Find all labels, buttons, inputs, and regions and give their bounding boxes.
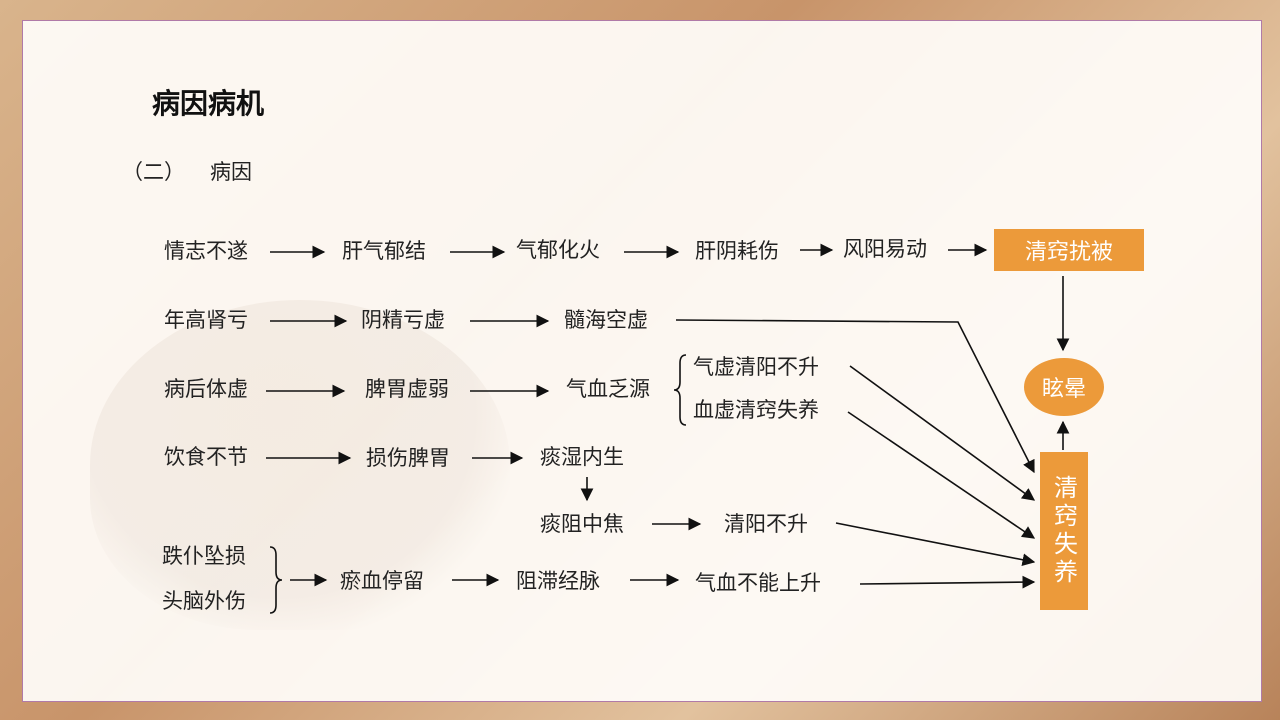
node-ganyin: 肝阴耗伤 — [695, 239, 779, 263]
node-niangao: 年高肾亏 — [164, 308, 248, 332]
slide-title: 病因病机 — [152, 87, 265, 120]
node-yinjing: 阴精亏虚 — [361, 308, 445, 332]
tea-cup-watermark — [90, 300, 510, 630]
node-binghou: 病后体虚 — [164, 377, 248, 401]
node-qixuebuneng: 气血不能上升 — [695, 571, 821, 595]
node-qiaoshiyang-box: 清窍失养 — [1040, 452, 1088, 610]
section-number: （二） — [122, 160, 185, 184]
node-qixue: 气血乏源 — [566, 377, 650, 401]
node-xuanyun-circle: 眩晕 — [1024, 358, 1104, 416]
node-sunshang: 损伤脾胃 — [366, 446, 450, 470]
node-qingyang: 清阳不升 — [724, 512, 808, 536]
node-yinshi: 饮食不节 — [164, 445, 248, 469]
node-qixu: 气虚清阳不升 — [693, 355, 819, 379]
node-ganqi: 肝气郁结 — [342, 239, 426, 263]
node-fengyang: 风阳易动 — [843, 237, 927, 261]
node-piwei: 脾胃虚弱 — [365, 377, 449, 401]
node-qiyu: 气郁化火 — [516, 238, 600, 262]
node-suihai: 髓海空虚 — [564, 308, 648, 332]
node-tounao: 头脑外伤 — [162, 589, 246, 613]
node-qingzhi: 情志不遂 — [164, 239, 248, 263]
node-zuzhi: 阻滞经脉 — [516, 569, 600, 593]
node-xuexu: 血虚清窍失养 — [693, 398, 819, 422]
section-title: 病因 — [210, 160, 252, 184]
node-tanshi: 痰湿内生 — [540, 445, 624, 469]
node-tanzu: 痰阻中焦 — [540, 512, 624, 536]
node-yuxue: 瘀血停留 — [340, 569, 424, 593]
node-diepu: 跌仆坠损 — [162, 544, 246, 568]
node-qiaoraobei-box: 清窍扰被 — [994, 229, 1144, 271]
